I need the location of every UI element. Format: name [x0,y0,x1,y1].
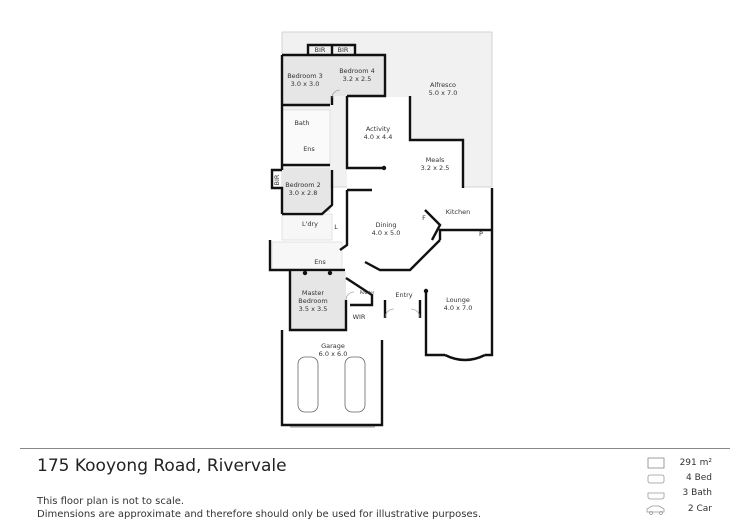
stat-bed: 4 Bed [685,473,712,483]
room-alfresco-name: Alfresco [429,81,457,89]
disclaimer-line1: This floor plan is not to scale. [37,496,185,507]
room-kitchen-name: Kitchen [445,208,471,216]
car-icon [646,505,665,515]
room-lounge-name: Lounge [446,296,470,304]
room-activity-dims: 4.0 x 4.4 [363,133,393,141]
pantry-label: P [479,230,483,238]
room-laundry-name: L'dry [301,220,319,228]
room-bedroom2-dims: 3.0 x 2.8 [288,189,318,197]
room-ensuite2-name: Ens [314,258,326,266]
bedroom2-area [282,168,330,212]
room-label-bir: BIR [337,46,349,54]
doors [331,89,421,319]
room-bedroom3-name: Bedroom 3 [287,72,323,80]
floor-area-icon [647,457,665,469]
room-bedroom4-dims: 3.2 x 2.5 [342,75,372,83]
room-garage-name: Garage [321,342,345,350]
room-bedroom4-name: Bedroom 4 [339,67,375,75]
wet-area-tiles [281,109,331,166]
structural-posts [302,165,429,294]
room-lounge-dims: 4.0 x 7.0 [443,304,473,312]
room-dining-dims: 4.0 x 5.0 [371,229,401,237]
stat-area: 291 m² [679,458,712,468]
room-label-bir: BIR [314,46,326,54]
room-meals-dims: 3.2 x 2.5 [420,164,450,172]
bedroom4-area [332,55,385,96]
interior-white [347,97,410,172]
stat-bath: 3 Bath [682,488,712,498]
ensuite-tiles [271,241,343,271]
room-ensuite-name: Ens [303,145,315,153]
room-bedroom2-name: Bedroom 2 [285,181,321,189]
bedroom3-area [282,55,332,105]
fridge-label: F [422,214,426,222]
car-icons-garage [297,356,366,413]
room-garage-dims: 6.0 x 6.0 [318,350,348,358]
disclaimer-line2: Dimensions are approximate and therefore… [37,509,482,520]
room-bedroom3-dims: 3.0 x 3.0 [290,80,320,88]
room-wir-name: WIR [352,313,366,321]
room-powder-name: Powder [359,290,375,295]
room-meals-name: Meals [425,156,445,164]
room-entry-name: Entry [395,291,413,299]
room-label-bir: BIR [273,174,281,186]
room-alfresco-dims: 5.0 x 7.0 [428,89,458,97]
room-master-name: Master [301,289,325,297]
meals-white [347,140,492,250]
divider [20,448,730,449]
bed-icon [647,474,665,484]
room-master-dims: 3.5 x 3.5 [298,305,328,313]
bath-icon [647,492,665,500]
stat-car: 2 Car [687,504,712,514]
room-activity-name: Activity [365,125,391,133]
room-bath-name: Bath [294,119,310,127]
property-address: 175 Kooyong Road, Rivervale [37,456,287,476]
room-master-name2: Bedroom [298,297,328,305]
linen-label: L [334,223,338,231]
walls [268,43,494,427]
room-dining-name: Dining [375,221,397,229]
master-area [290,272,346,330]
